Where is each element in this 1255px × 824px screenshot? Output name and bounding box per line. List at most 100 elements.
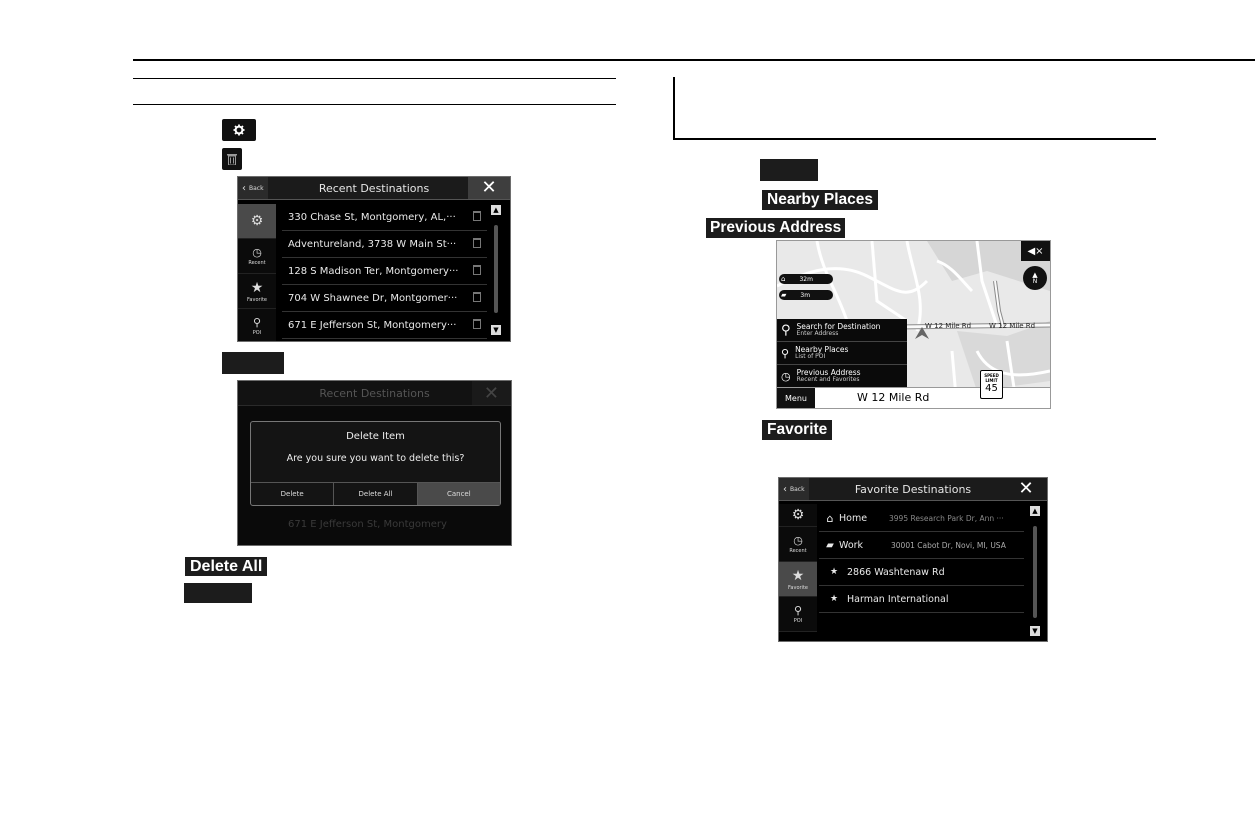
list-item[interactable]: 671 E Jefferson St, Montgomery··· [282,312,487,339]
dialog-title: Delete Item [346,431,405,442]
screen-title: Recent Destinations [318,181,430,195]
trash-icon[interactable] [473,292,481,302]
section-rule-bottom [133,104,616,105]
list-item[interactable]: Adventureland, 3738 W Main St··· [282,231,487,258]
row-text: 128 S Madison Ter, Montgomery··· [288,265,459,277]
scrollbar[interactable]: ▲ ▼ [491,205,501,335]
star-icon: ★ [829,567,839,577]
sidebar-recent[interactable]: ◷Recent [779,527,817,562]
speed-limit-value: 45 [985,383,998,394]
list-item[interactable]: 704 W Shawnee Dr, Montgomer··· [282,285,487,312]
list-item[interactable]: 330 Chase St, Montgomery, AL,··· [282,204,487,231]
title-bar: Recent Destinations ‹Back ✕ [238,177,510,200]
favorite-name: 2866 Washtenaw Rd [847,566,945,578]
list-item[interactable]: 128 S Madison Ter, Montgomery··· [282,258,487,285]
sidebar-favorite[interactable]: ★Favorite [779,562,817,597]
list-item[interactable]: ▰ Work 30001 Cabot Dr, Novi, MI, USA [819,532,1024,559]
gear-icon [233,124,245,136]
favorites-list: ⌂ Home 3995 Research Park Dr, Ann ··· ▰ … [819,505,1024,613]
menu-item-subtitle: Recent and Favorites [796,375,860,383]
list-item[interactable]: ★ 2866 Washtenaw Rd [819,559,1024,586]
trash-icon[interactable] [473,211,481,221]
gear-icon: ⚙ [791,507,805,523]
clock-icon: ◷ [252,246,262,259]
mute-icon: ◀× [1027,245,1044,257]
close-button[interactable]: ✕ [468,177,510,199]
star-icon: ★ [829,594,839,604]
row-text: 704 W Shawnee Dr, Montgomer··· [288,292,458,304]
scroll-down-icon[interactable]: ▼ [1030,626,1040,636]
close-button[interactable]: ✕ [471,381,511,405]
compass-button[interactable]: ▲ N [1023,266,1047,290]
row-text: 330 Chase St, Montgomery, AL,··· [288,211,456,223]
clock-icon: ◷ [781,369,791,383]
road-label: W 12 Mile Rd [989,322,1036,330]
close-icon: ✕ [1018,478,1034,499]
scroll-track[interactable] [1033,526,1037,618]
redacted-label-1 [222,352,284,374]
mute-button[interactable]: ◀× [1021,241,1050,261]
menu-button[interactable]: Menu [777,388,815,408]
sidebar-settings[interactable]: ⚙ [238,204,276,239]
sidebar: ⚙ ◷Recent ★Favorite ⚲POI [238,204,276,341]
street-name: W 12 Mile Rd [857,391,930,404]
back-label: Back [249,184,264,192]
heading-box-bottom [673,138,1156,140]
map-screen: W 12 Mile Rd W 12 Mile Rd ◀× ▲ N ⌂32m ▰3… [776,240,1051,409]
delete-button[interactable]: Delete [251,483,335,505]
screen-title: Recent Destinations [319,386,430,400]
delete-all-button[interactable]: Delete All [334,483,418,505]
close-button[interactable]: ✕ [1005,478,1047,500]
pin-icon: ⚲ [781,346,790,360]
menu-item-title: Nearby Places [795,344,849,354]
sidebar-label: Recent [789,548,807,554]
menu-item-title: Search for Destination [796,321,881,331]
pin-icon: ⚲ [252,316,262,329]
scroll-up-icon[interactable]: ▲ [1030,506,1040,516]
speed-limit-label: SPEED LIMIT [984,373,999,383]
chevron-left-icon: ‹ [783,483,787,495]
trash-icon[interactable] [473,265,481,275]
sidebar-poi[interactable]: ⚲POI [779,597,817,632]
redacted-label-3 [760,159,818,181]
favorite-address: 3995 Research Park Dr, Ann ··· [889,513,1004,523]
work-distance-chip: ▰3m [779,290,833,300]
bottom-bar: Menu W 12 Mile Rd SPEED LIMIT 45 [777,370,1050,408]
list-item[interactable]: ⌂ Home 3995 Research Park Dr, Ann ··· [819,505,1024,532]
sidebar-settings[interactable]: ⚙ [779,504,817,527]
screen-title: Favorite Destinations [854,482,972,496]
sidebar-recent[interactable]: ◷Recent [238,239,276,274]
sidebar-favorite[interactable]: ★Favorite [238,274,276,309]
scroll-down-icon[interactable]: ▼ [491,325,501,335]
back-button[interactable]: ‹Back [779,478,809,500]
nearby-places-label: Nearby Places [762,190,878,210]
favorite-label: Favorite [762,420,833,440]
home-distance-chip: ⌂32m [779,274,833,284]
scrollbar[interactable]: ▲ ▼ [1030,506,1040,636]
list-item[interactable]: ★ Harman International [819,586,1024,613]
sidebar-label: POI [252,330,262,336]
trash-icon [227,154,237,165]
sidebar-label: POI [793,618,803,624]
background-row: 671 E Jefferson St, Montgomery [288,519,447,530]
compass-label: N [1032,277,1038,285]
scroll-track[interactable] [494,225,498,313]
scroll-up-icon[interactable]: ▲ [491,205,501,215]
sidebar-label: Favorite [247,296,267,303]
sidebar-poi[interactable]: ⚲POI [238,309,276,341]
section-rule-top [133,78,616,79]
back-button[interactable]: ‹Back [238,177,268,199]
cancel-button[interactable]: Cancel [417,483,500,505]
menu-item-subtitle: List of POI [795,352,826,360]
trash-button-image [222,148,242,170]
trash-icon[interactable] [473,238,481,248]
star-icon: ★ [791,567,805,584]
settings-button-image [222,119,256,141]
row-text: Adventureland, 3738 W Main St··· [288,238,457,250]
delete-all-label: Delete All [185,557,268,576]
trash-icon[interactable] [473,319,481,329]
home-icon: ⌂ [781,275,786,283]
